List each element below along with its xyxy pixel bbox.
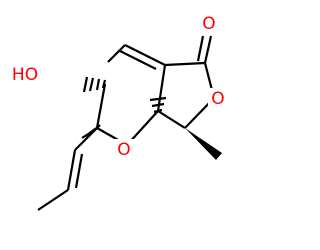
- bond-c-c: [95, 83, 107, 129]
- hydroxyl-label: HO: [12, 65, 38, 85]
- atom-carbonyl-oxygen: O: [199, 13, 219, 35]
- bond-c-o-double: [196, 35, 205, 62]
- bond-c-c: [157, 110, 186, 129]
- molecule-structure: O HO O O: [6, 13, 228, 211]
- bond-c-o-double: [203, 35, 213, 64]
- atom-pyran-oxygen: O: [114, 139, 134, 161]
- carbonyl-oxygen-label: O: [202, 14, 215, 34]
- bond-c-c: [124, 44, 166, 66]
- pyran-ring: [95, 44, 167, 146]
- bond-c-c: [107, 44, 126, 63]
- bond-c-c: [156, 64, 167, 112]
- bond-c-c: [164, 61, 206, 67]
- atom-lactone-oxygen: O: [208, 88, 228, 110]
- hashed-wedge-vinyl: [81, 124, 101, 139]
- hashed-wedge-hydroxyl: [82, 76, 107, 93]
- pyran-oxygen-label: O: [117, 140, 130, 160]
- bond-c-c-double: [66, 149, 77, 191]
- lactone-ring: [157, 35, 216, 129]
- structure-canvas: O HO O O: [6, 13, 228, 211]
- stereo-wedge-methyl: [185, 128, 222, 160]
- lactone-oxygen-label: O: [211, 89, 224, 109]
- bond-c-c: [37, 189, 69, 211]
- bond-c-c-double: [119, 50, 157, 70]
- bond-c-c-double: [74, 153, 84, 189]
- atom-hydroxyl: HO: [6, 64, 42, 88]
- hashed-wedge-ring-junction: [149, 96, 167, 114]
